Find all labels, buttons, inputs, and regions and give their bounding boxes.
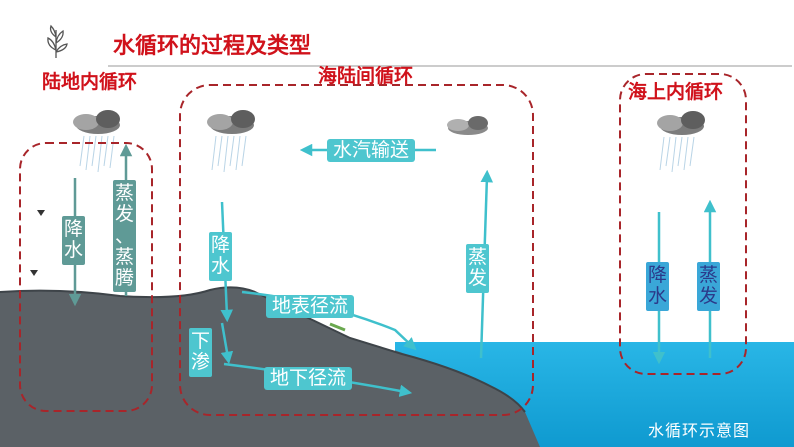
cloud-sea-land — [207, 110, 255, 173]
land-cycle-box — [19, 142, 153, 412]
marker-triangle — [30, 270, 38, 276]
ocean-evap-label: 蒸 发 — [697, 262, 721, 311]
cloud-over-sea — [447, 116, 488, 135]
infiltration-arrow — [220, 322, 234, 365]
land-cycle-title: 陆地内循环 — [42, 71, 138, 93]
ocean-cycle-title: 海上内循环 — [628, 81, 724, 103]
sea-land-precip-label: 降 水 — [209, 232, 233, 281]
cloud-land — [73, 110, 120, 173]
slide-title: 水循环的过程及类型 — [113, 34, 312, 59]
cloud-ocean — [657, 111, 705, 173]
diagram-caption: 水循环示意图 — [648, 421, 751, 440]
sea-land-cycle-title: 海陆间循环 — [318, 65, 414, 87]
groundwater-runoff-label: 地下径流 — [264, 367, 353, 390]
ocean-precip-label: 降 水 — [646, 262, 670, 311]
marker-triangle — [37, 210, 45, 216]
leaf-icon — [47, 24, 68, 58]
surface-runoff-label: 地表径流 — [266, 295, 355, 318]
vapor-transport-label: 水汽输送 — [327, 139, 416, 162]
land-precip-label: 降 水 — [62, 216, 86, 265]
land-evap-label: 蒸 发 、 蒸 腾 — [113, 180, 137, 293]
sea-land-cycle-box — [179, 84, 534, 416]
ocean-cycle-box — [619, 73, 747, 375]
sea-evap-label: 蒸 发 — [466, 244, 490, 293]
infiltration-label: 下 渗 — [189, 328, 213, 377]
